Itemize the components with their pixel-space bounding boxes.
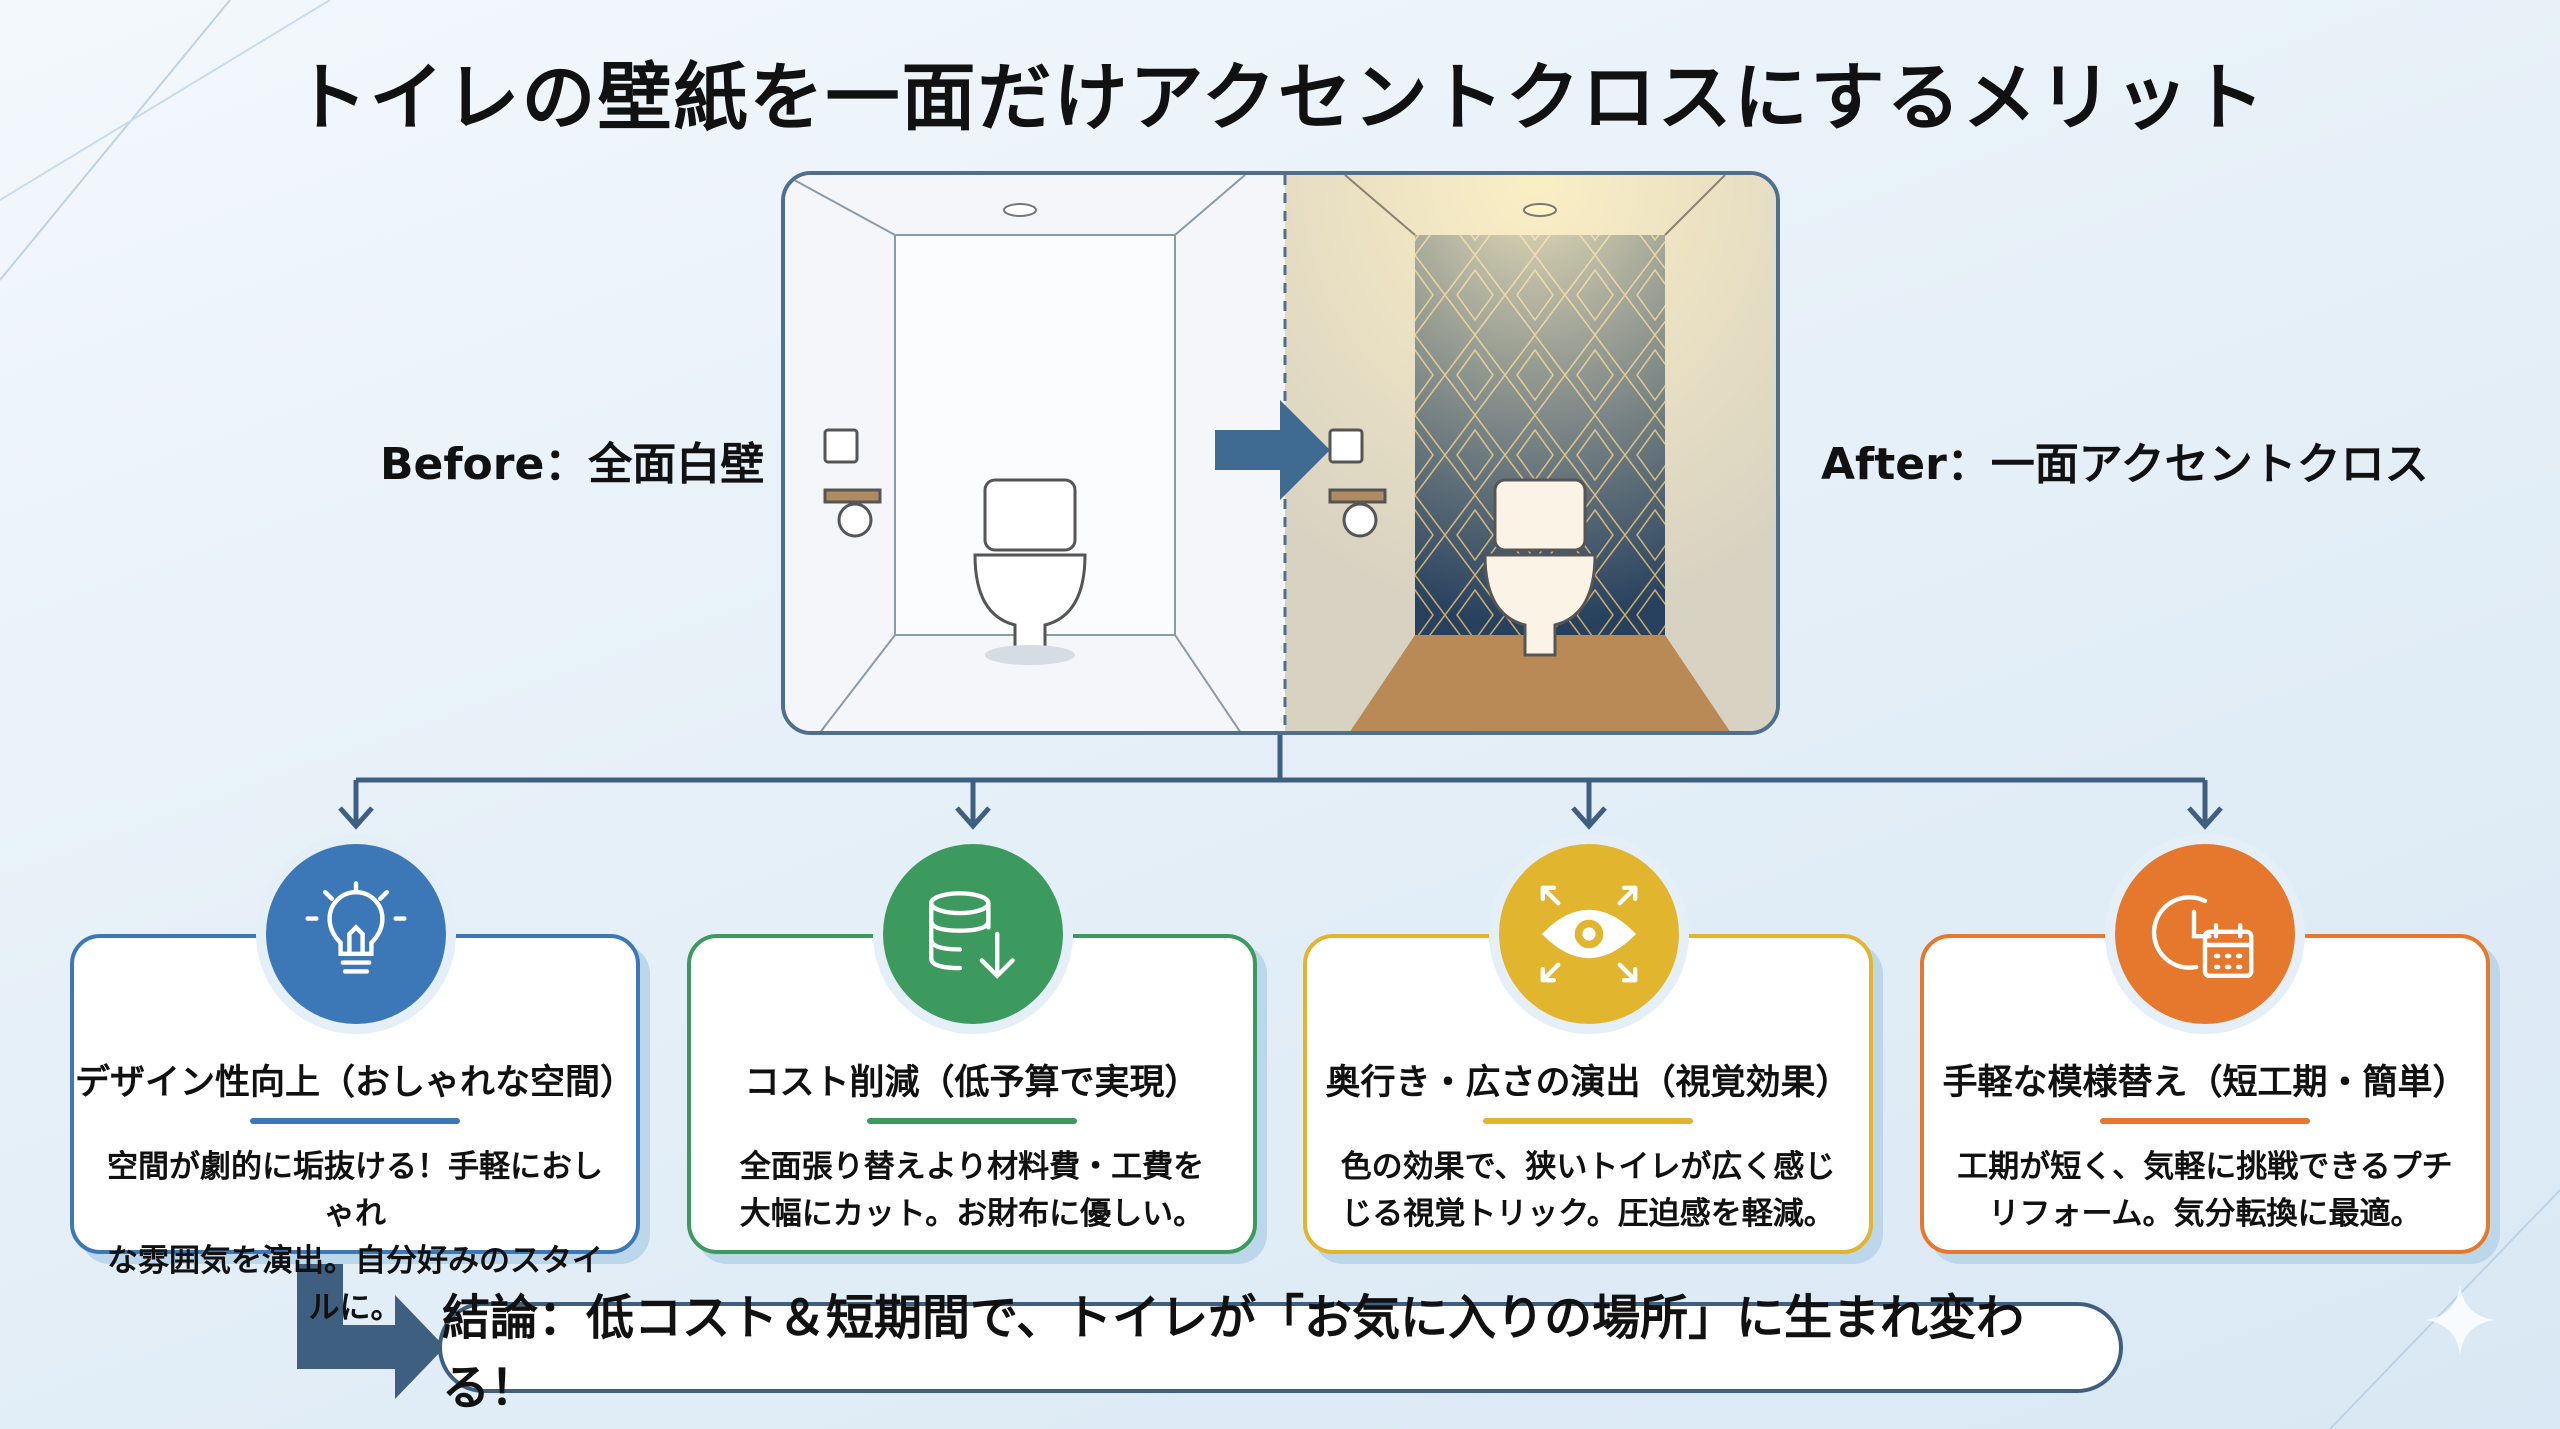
- toilet-after: [1483, 478, 1597, 657]
- after-label: After：一面アクセントクロス: [1821, 439, 2429, 490]
- card-body: 工期が短く、気軽に挑戦できるプチリフォーム。気分転換に最適。: [1944, 1144, 2466, 1238]
- conclusion-banner: 結論：低コスト＆短期間で、トイレが「お気に入りの場所」に生まれ変わる！: [438, 1290, 2123, 1416]
- card-body: 全面張り替えより材料費・工費を大幅にカット。お財布に優しい。: [711, 1144, 1233, 1238]
- card-body: 色の効果で、狭いトイレが広く感じじる視覚トリック。圧迫感を軽減。: [1327, 1144, 1849, 1238]
- card-depth: 奥行き・広さの演出（視覚効果） 色の効果で、狭いトイレが広く感じじる視覚トリック…: [1303, 934, 1873, 1254]
- before-after-illustration: [781, 171, 1780, 735]
- card-body-line: 工期が短く、気軽に挑戦できるプチ: [1957, 1149, 2453, 1185]
- card-underline: [2100, 1118, 2310, 1124]
- card-body-line: 大幅にカット。お財布に優しい。: [739, 1196, 1205, 1232]
- eye-icon: [1489, 834, 1689, 1034]
- conclusion-arrow: [297, 1252, 445, 1399]
- clock-calendar-icon: [2105, 834, 2305, 1034]
- card-title: 手軽な模様替え（短工期・簡単）: [1942, 1063, 2468, 1103]
- card-underline: [1483, 1118, 1693, 1124]
- card-title: デザイン性向上（おしゃれな空間）: [74, 1063, 635, 1103]
- card-body-line: じる視覚トリック。圧迫感を軽減。: [1341, 1196, 1835, 1232]
- card-underline: [250, 1118, 460, 1124]
- toilet-before: [973, 478, 1087, 665]
- card-body-line: 色の効果で、狭いトイレが広く感じ: [1340, 1149, 1836, 1185]
- card-body: 空間が劇的に垢抜ける！手軽におしゃれな雰囲気を演出。自分好みのスタイルに。: [94, 1144, 616, 1332]
- card-body-line: な雰囲気を演出。自分好みのスタイルに。: [107, 1243, 603, 1326]
- sparkle-icon: [2425, 1285, 2495, 1355]
- card-underline: [867, 1118, 1077, 1124]
- page-title: トイレの壁紙を一面だけアクセントクロスにするメリット: [293, 55, 2267, 141]
- card-body-line: 空間が劇的に垢抜ける！手軽におしゃれ: [107, 1149, 603, 1232]
- card-body-line: 全面張り替えより材料費・工費を: [739, 1149, 1205, 1185]
- lightbulb-icon: [256, 834, 456, 1034]
- card-body-line: リフォーム。気分転換に最適。: [1988, 1196, 2422, 1232]
- before-label: Before：全面白壁: [380, 439, 765, 490]
- card-title: コスト削減（低予算で実現）: [744, 1063, 1200, 1103]
- card-title: 奥行き・広さの演出（視覚効果）: [1325, 1063, 1851, 1103]
- coins-down-icon: [873, 834, 1073, 1034]
- connector-lines: [338, 735, 2223, 830]
- transition-arrow: [1215, 400, 1330, 500]
